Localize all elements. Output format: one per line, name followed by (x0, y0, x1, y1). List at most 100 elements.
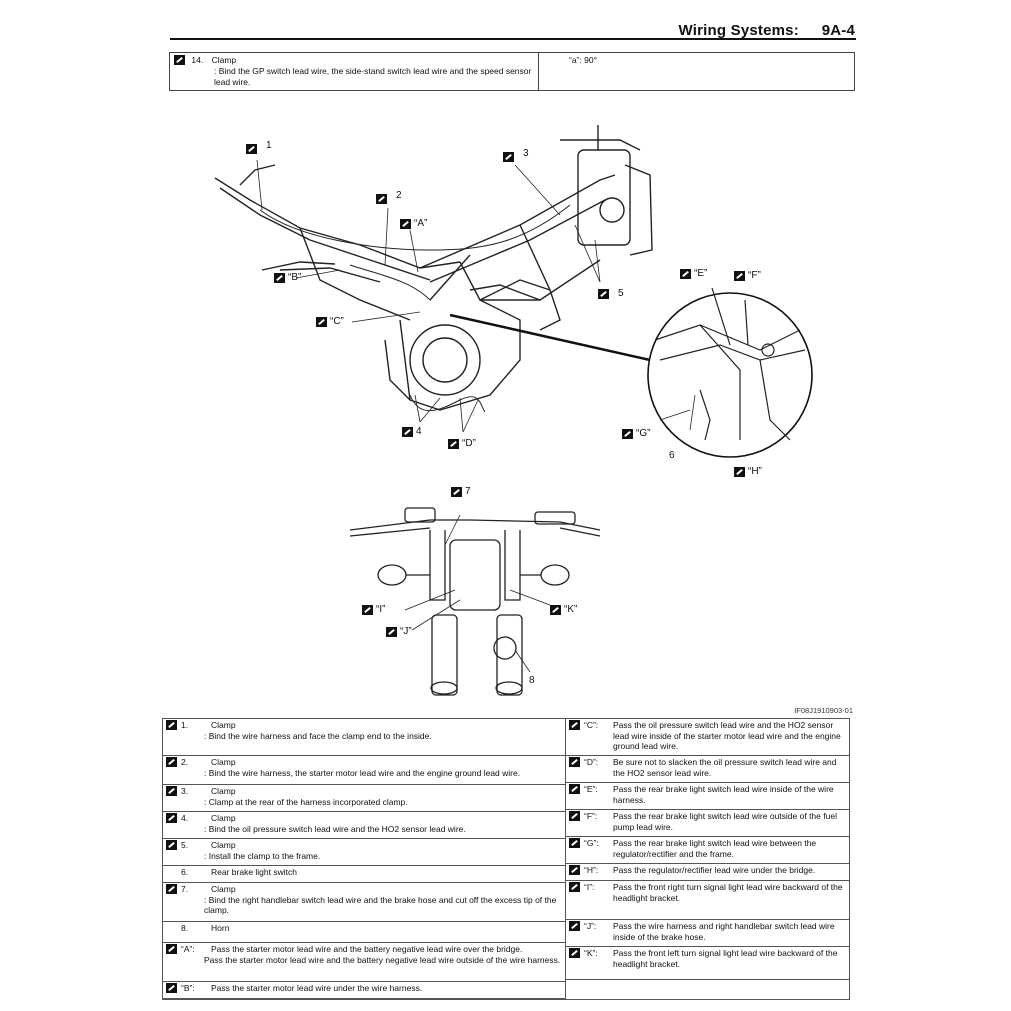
legend-row: 3. Clamp: Clamp at the rear of the harnes… (163, 784, 565, 812)
callout-B: “B” (274, 272, 301, 283)
legend-cell: 5. Clamp: Install the clamp to the frame. (163, 838, 565, 866)
clamp-icon (680, 268, 691, 279)
legend-text: Pass the wire harness and right handleba… (613, 921, 835, 942)
legend-cell: “E”:Pass the rear brake light switch lea… (566, 782, 849, 810)
legend-row: 8.Horn (163, 921, 565, 943)
clamp-icon (274, 272, 285, 283)
section-title: Wiring Systems: (678, 22, 799, 39)
clamp-icon (362, 604, 373, 615)
legend-row: “G”:Pass the rear brake light switch lea… (566, 836, 849, 864)
legend-cell: 4.Clamp: Bind the oil pressure switch le… (163, 811, 565, 839)
clamp-icon (166, 813, 177, 823)
legend-key: “D”: (584, 757, 599, 767)
clamp-icon (400, 218, 411, 229)
legend-cell: 6.Rear brake light switch (163, 865, 565, 883)
legend-left-column: 1.Clamp: Bind the wire harness and face … (162, 718, 566, 1000)
clamp-icon (503, 152, 514, 162)
legend-title: Clamp (211, 786, 236, 796)
legend-text: Be sure not to slacken the oil pressure … (613, 757, 837, 778)
legend-cell: 2. Clamp: Bind the wire harness, the star… (163, 755, 565, 785)
legend-key: “B”: (181, 983, 195, 993)
legend-key: “A”: (181, 944, 195, 954)
legend-key: 2. (181, 757, 189, 767)
legend-key: 5. (181, 840, 189, 850)
legend-cell: “J”: Pass the wire harness and right hand… (566, 919, 849, 947)
legend-row: 1.Clamp: Bind the wire harness and face … (163, 719, 565, 756)
clamp-icon (569, 948, 580, 958)
legend-desc: : Bind the right handlebar switch lead w… (204, 894, 557, 916)
legend-cell: “A”: Pass the starter motor lead wire and… (163, 942, 565, 982)
legend-row: “J”: Pass the wire harness and right hand… (566, 919, 849, 947)
callout-4: 4 (402, 426, 422, 437)
legend-key: “J”: (584, 921, 597, 931)
legend-row: “E”:Pass the rear brake light switch lea… (566, 782, 849, 810)
callout-5: 5 (598, 288, 624, 299)
legend-cell: “H”: Pass the regulator/rectifier lead wi… (566, 863, 849, 881)
legend-title: Horn (211, 923, 230, 933)
legend-title: Clamp (211, 757, 236, 767)
legend-desc: : Bind the wire harness, the starter mot… (204, 767, 521, 778)
callout-8: 8 (529, 675, 535, 686)
clamp-icon (569, 811, 580, 821)
figure-id: IF08J1910903-01 (794, 706, 853, 715)
legend-key: 3. (181, 786, 189, 796)
legend-cell: “B”:Pass the starter motor lead wire und… (163, 981, 565, 999)
legend-row: “K”: Pass the front left turn signal ligh… (566, 946, 849, 980)
legend-key: “K”: (584, 948, 598, 958)
clamp-icon (174, 55, 185, 65)
clamp-icon (166, 944, 177, 954)
legend-title: Pass the starter motor lead wire and the… (211, 944, 523, 954)
legend-text: Pass the regulator/rectifier lead wire u… (613, 865, 816, 875)
legend-key: “E”: (584, 784, 598, 794)
top-note-title: Clamp (211, 55, 237, 65)
legend-desc: : Install the clamp to the frame. (204, 850, 321, 861)
clamp-icon (166, 757, 177, 767)
legend-cell: “K”: Pass the front left turn signal ligh… (566, 946, 849, 980)
legend-cell: 1.Clamp: Bind the wire harness and face … (163, 719, 565, 756)
clamp-icon (166, 840, 177, 850)
legend-row: 7.Clamp: Bind the right handlebar switch… (163, 882, 565, 922)
clamp-icon (569, 865, 580, 875)
legend-desc: : Clamp at the rear of the harness incor… (204, 796, 408, 807)
legend-cell: 3. Clamp: Clamp at the rear of the harnes… (163, 784, 565, 812)
top-note-table: 14. Clamp : Bind the GP switch lead wire… (169, 52, 855, 91)
legend-key: “H”: (584, 865, 599, 875)
top-note-item: 14. Clamp : Bind the GP switch lead wire… (169, 52, 539, 91)
legend-table: 1.Clamp: Bind the wire harness and face … (162, 718, 850, 1000)
clamp-icon (569, 757, 580, 767)
callout-2: 2 (376, 190, 402, 204)
legend-title: Clamp (211, 840, 236, 850)
clamp-icon (622, 428, 633, 439)
clamp-icon (451, 486, 462, 497)
clamp-icon (569, 784, 580, 794)
page-header: Wiring Systems: 9A-4 (679, 22, 855, 39)
page-number: 9A-4 (821, 22, 855, 39)
clamp-icon (569, 838, 580, 848)
legend-key: “C”: (584, 720, 599, 730)
legend-cell: 8.Horn (163, 921, 565, 943)
legend-row: 6.Rear brake light switch (163, 865, 565, 883)
legend-cell: “G”:Pass the rear brake light switch lea… (566, 836, 849, 864)
clamp-icon (166, 720, 177, 730)
legend-text: Pass the front left turn signal light le… (613, 948, 838, 969)
clamp-icon (734, 270, 745, 281)
top-note-number: 14. (191, 55, 204, 65)
header-rule (170, 38, 856, 40)
callout-H: “H” (734, 466, 762, 477)
legend-title: Clamp (211, 813, 236, 823)
callout-F: “F” (734, 270, 761, 281)
callout-7: 7 (451, 486, 471, 497)
legend-row: “D”: Be sure not to slacken the oil press… (566, 755, 849, 783)
clamp-icon (598, 288, 609, 299)
legend-text: Pass the oil pressure switch lead wire a… (613, 720, 841, 751)
callout-3: 3 (503, 148, 529, 162)
callout-1: 1 (246, 140, 272, 154)
clamp-icon (402, 426, 413, 437)
legend-row: “H”: Pass the regulator/rectifier lead wi… (566, 863, 849, 881)
top-note-angle: “a”: 90° (538, 52, 855, 91)
legend-right-column: “C”: Pass the oil pressure switch lead wi… (565, 718, 850, 1000)
legend-desc: Pass the starter motor lead wire and the… (204, 954, 561, 965)
legend-row: “I”:Pass the front right turn signal lig… (566, 880, 849, 920)
legend-text: Pass the rear brake light switch lead wi… (613, 811, 837, 832)
legend-text: Pass the rear brake light switch lead wi… (613, 838, 817, 859)
